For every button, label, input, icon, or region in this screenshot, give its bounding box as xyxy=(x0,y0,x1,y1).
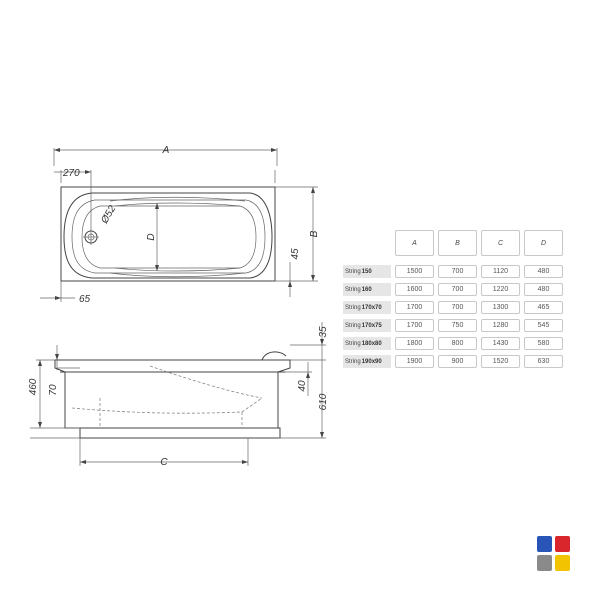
cell-a: 1900 xyxy=(395,355,434,368)
cell-c: 1280 xyxy=(481,319,520,332)
cell-a: 1700 xyxy=(395,319,434,332)
cell-a: 1600 xyxy=(395,283,434,296)
dim-40-label: 40 xyxy=(297,380,308,392)
header-c: C xyxy=(481,230,520,256)
cell-b: 700 xyxy=(438,301,477,314)
cell-b: 700 xyxy=(438,265,477,278)
side-view xyxy=(30,322,326,466)
cell-b: 700 xyxy=(438,283,477,296)
table-header-row: A B C D xyxy=(343,230,571,258)
grey-logo-icon xyxy=(537,555,552,571)
certification-logos xyxy=(537,536,570,571)
dim-270-label: 270 xyxy=(62,168,80,179)
header-a: A xyxy=(395,230,434,256)
cell-d: 465 xyxy=(524,301,563,314)
cell-b: 800 xyxy=(438,337,477,350)
dim-460-label: 460 xyxy=(28,378,39,395)
cell-c: 1520 xyxy=(481,355,520,368)
dim-610-label: 610 xyxy=(318,393,329,410)
cell-c: 1430 xyxy=(481,337,520,350)
dim-d-label: D xyxy=(146,233,157,240)
dim-a-label: A xyxy=(162,145,170,156)
dim-35-label: 35 xyxy=(318,326,329,338)
cell-c: 1220 xyxy=(481,283,520,296)
dim-65-label: 65 xyxy=(79,294,91,305)
cell-c: 1300 xyxy=(481,301,520,314)
cell-b: 750 xyxy=(438,319,477,332)
yellow-logo-icon xyxy=(555,555,570,571)
blue-logo-icon xyxy=(537,536,552,552)
header-d: D xyxy=(524,230,563,256)
header-b: B xyxy=(438,230,477,256)
dim-45-label: 45 xyxy=(290,248,301,260)
cell-a: 1800 xyxy=(395,337,434,350)
dim-70-label: 70 xyxy=(48,384,59,396)
red-logo-icon xyxy=(555,536,570,552)
cell-a: 1700 xyxy=(395,301,434,314)
cell-d: 545 xyxy=(524,319,563,332)
dim-b-label: B xyxy=(309,230,320,237)
top-view xyxy=(40,148,318,302)
cell-a: 1500 xyxy=(395,265,434,278)
cell-d: 480 xyxy=(524,283,563,296)
cell-d: 630 xyxy=(524,355,563,368)
cell-d: 580 xyxy=(524,337,563,350)
cell-c: 1120 xyxy=(481,265,520,278)
dim-c-label: C xyxy=(160,457,168,468)
cell-b: 900 xyxy=(438,355,477,368)
cell-d: 480 xyxy=(524,265,563,278)
drain-label: Ø52 xyxy=(99,203,119,226)
